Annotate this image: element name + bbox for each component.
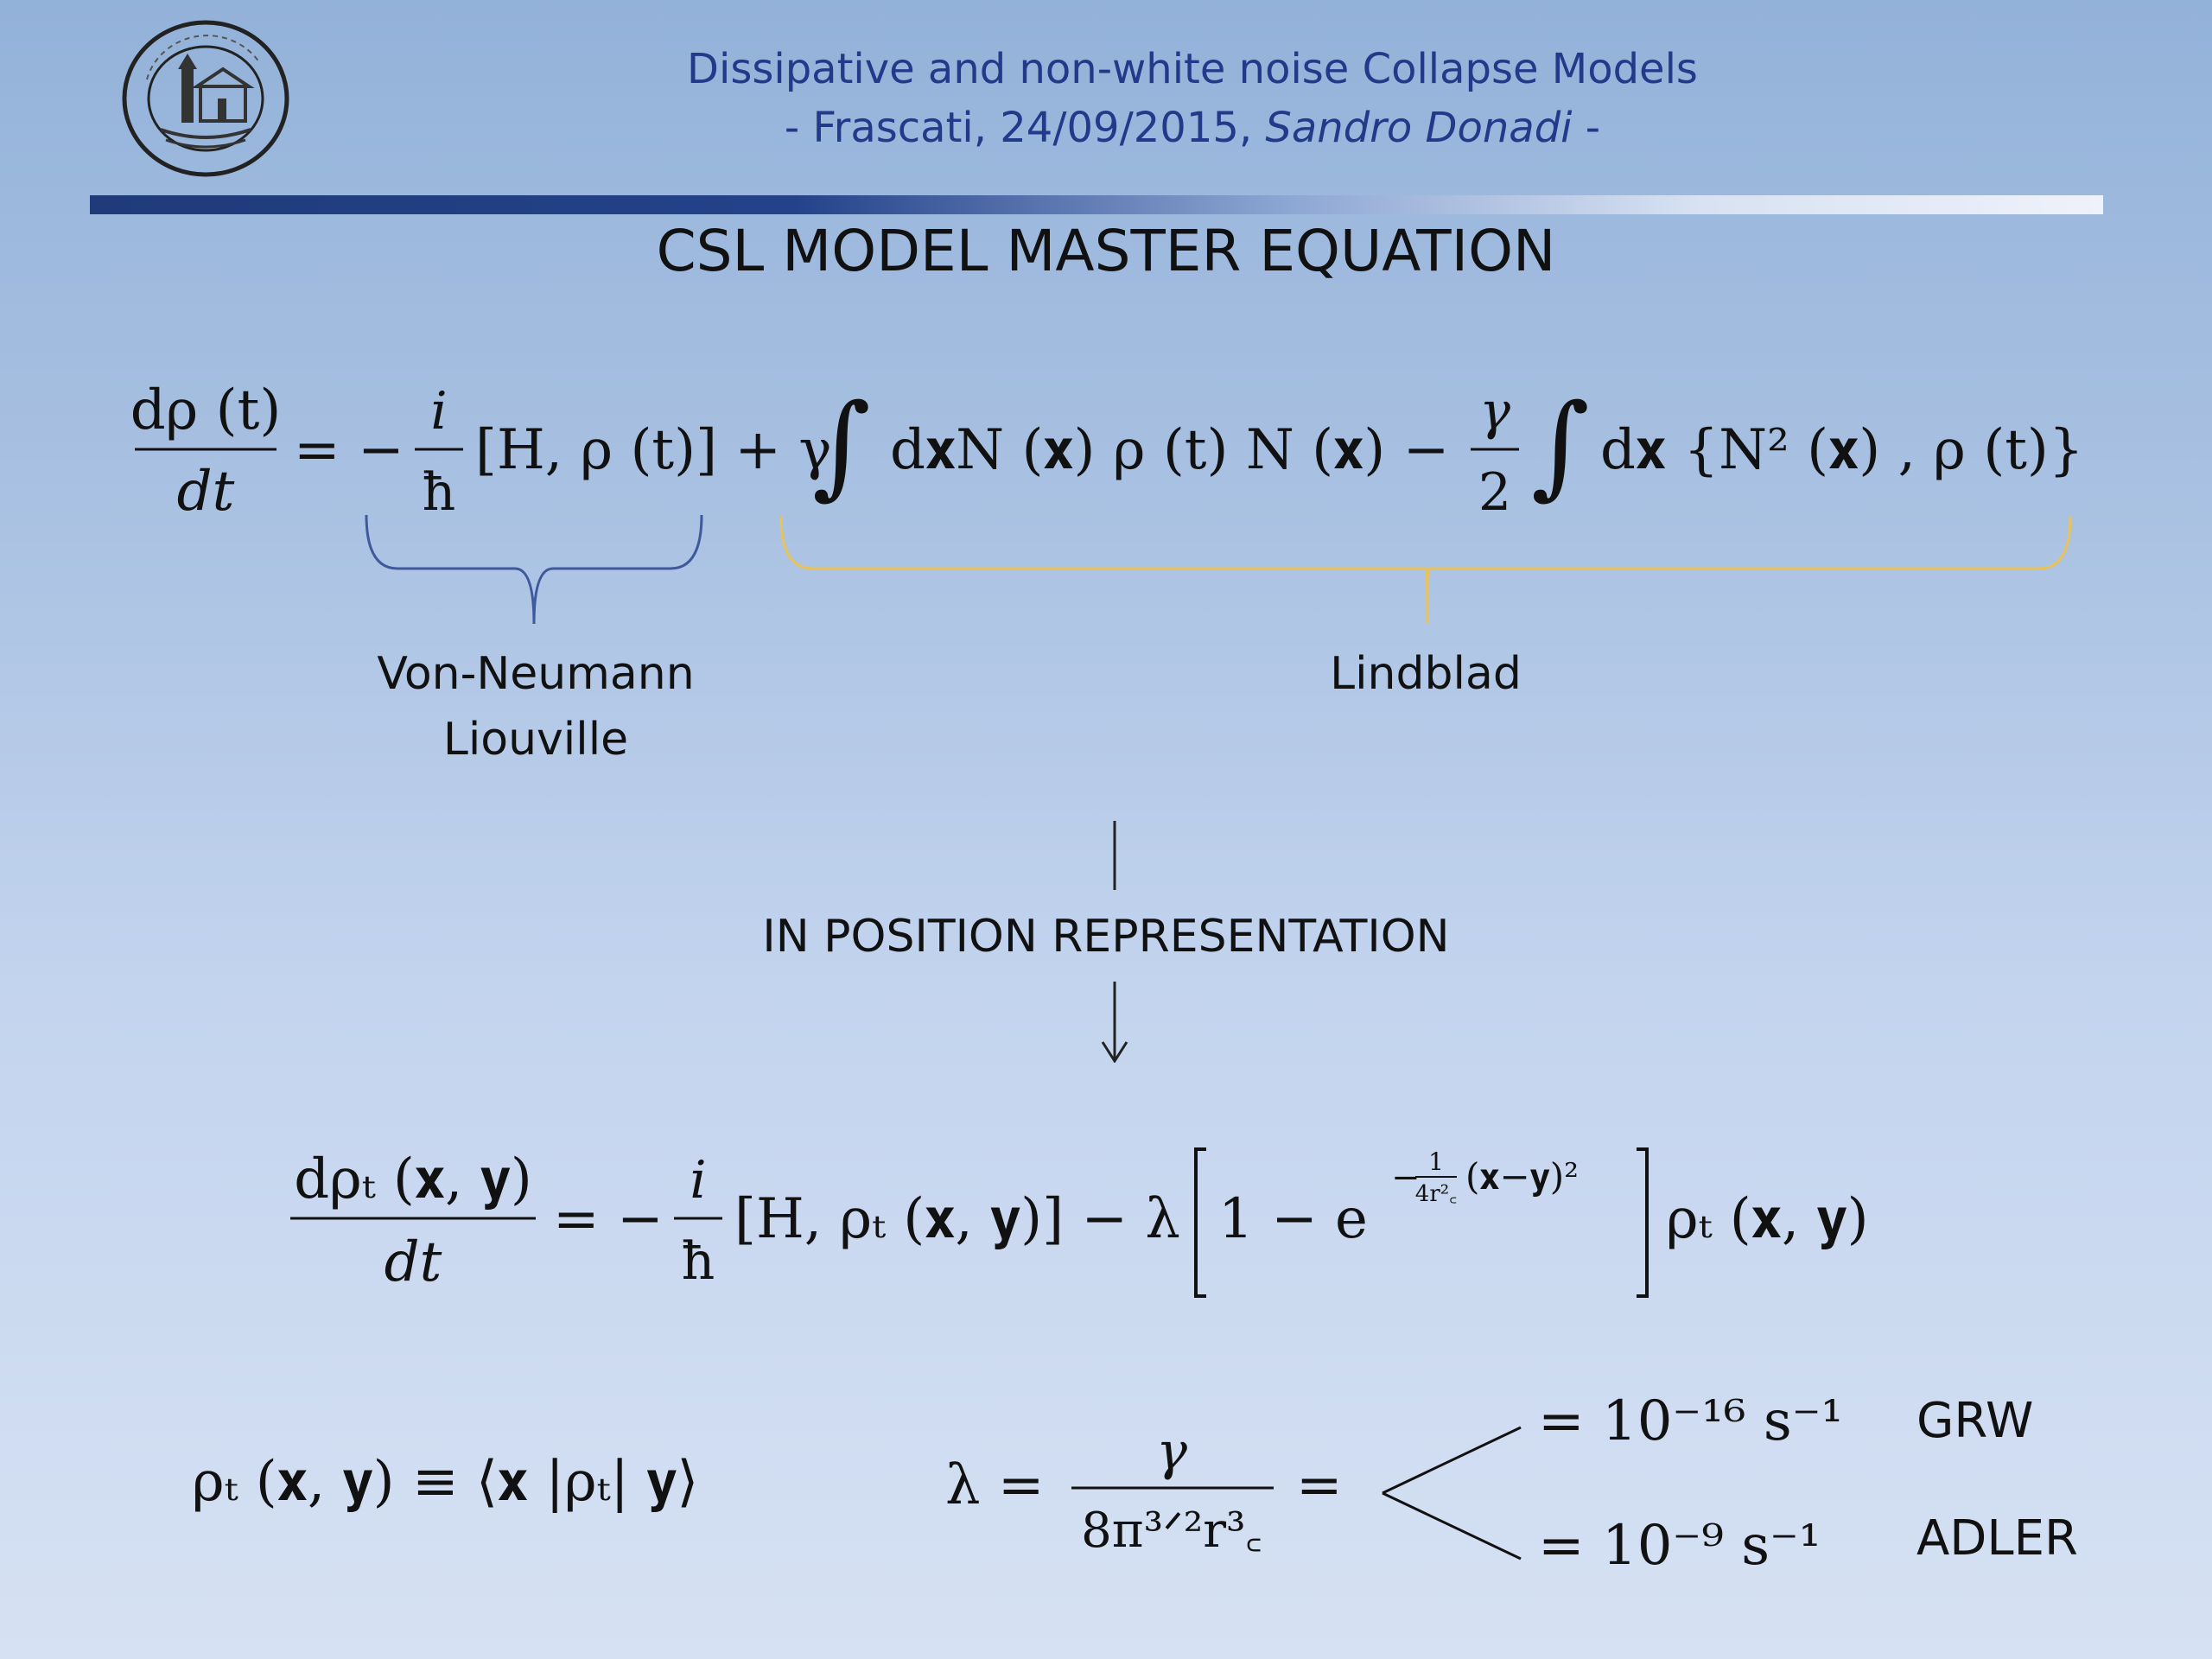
lindblad-label: Lindblad [1330,648,1522,700]
university-logo [121,19,290,178]
eq1-lhs-numerator: dρ (t) [130,378,282,442]
header-venue-date: - Frascati, 24/09/2015, [784,104,1266,152]
lambda-equation: λ = γ 8π³ᐟ²r³꜀ = [945,1421,1343,1559]
eq2-exp-numerator: 1 [1428,1147,1444,1176]
von-neumann-brace [365,514,703,625]
eq2-exp-denominator: 4r²꜀ [1415,1181,1457,1207]
eq1-i: i [430,381,447,442]
density-matrix-definition: ρₜ (𝐱, 𝐲) ≡ ⟨𝐱 |ρₜ| 𝐲⟩ [192,1450,699,1514]
grw-label: GRW [1916,1393,2034,1449]
eq2-bracket-inner: 1 − e [1218,1187,1368,1251]
lambda-lhs: λ = [945,1453,1045,1517]
lambda-equals: = [1296,1453,1343,1517]
eq1-term1: d𝐱N (𝐱) ρ (t) N (𝐱) − [890,418,1449,482]
header-subtitle: - Frascati, 24/09/2015, Sandro Donadi - [605,104,1780,152]
eq1-two: 2 [1478,462,1511,523]
master-equation: dρ (t) dt = − i ħ [H, ρ (t)] + γ ∫ d𝐱N (… [130,378,2084,524]
eq2-lhs-denominator: dt [385,1230,442,1294]
adler-label: ADLER [1916,1510,2078,1567]
adler-value: = 10⁻⁹ s⁻¹ [1538,1514,1821,1578]
lambda-numerator: γ [1156,1421,1187,1482]
eq1-integral-2: ∫ [1531,379,1590,511]
lambda-denominator: 8π³ᐟ²r³꜀ [1081,1503,1262,1559]
lindblad-brace [779,516,2072,625]
header-title: Dissipative and non-white noise Collapse… [687,45,1698,93]
eq1-hbar: ħ [423,462,456,523]
eq2-hbar: ħ [682,1231,715,1292]
eq1-integral-1: ∫ [812,379,871,511]
eq2-i: i [690,1150,706,1211]
grw-value: = 10⁻¹⁶ s⁻¹ [1538,1389,1844,1453]
eq1-commutator: [H, ρ (t)] + γ [475,418,832,482]
down-arrow-icon [1101,821,1128,1063]
eq2-rhs: ρₜ (𝐱, 𝐲) [1666,1187,1869,1251]
header-suffix: - [1572,104,1601,152]
eq2-left-bracket [1194,1147,1206,1298]
eq2-exp-tail: (𝐱−𝐲)² [1465,1155,1579,1198]
branch-lines [1382,1426,1522,1560]
eq1-equals-minus: = − [294,418,404,482]
von-neumann-label-line2: Liouville [442,714,629,766]
eq2-right-bracket [1637,1147,1649,1298]
header-author: Sandro Donadi [1265,104,1573,152]
von-neumann-label: Von-Neumann Liouville [328,641,743,772]
position-master-equation: dρₜ (𝐱, 𝐲) dt = − i ħ [H, ρₜ (𝐱, 𝐲)] − λ… [290,1147,1869,1298]
position-representation-label: IN POSITION REPRESENTATION [762,911,1450,963]
eq2-exponent-minus: − [1391,1158,1421,1198]
slide-title: CSL MODEL MASTER EQUATION [656,218,1556,284]
eq2-lhs-numerator: dρₜ (𝐱, 𝐲) [294,1147,532,1211]
von-neumann-label-line1: Von-Neumann [377,648,695,700]
eq1-term2: d𝐱 {N² (𝐱) , ρ (t)} [1600,418,2084,482]
university-seal-icon [122,20,289,177]
eq1-gamma: γ [1479,381,1510,442]
eq2-equals-minus: = − [553,1187,664,1251]
eq1-lhs-denominator: dt [177,460,235,524]
eq2-commutator: [H, ρₜ (𝐱, 𝐲)] − λ [734,1187,1180,1251]
header-divider [90,195,2103,214]
